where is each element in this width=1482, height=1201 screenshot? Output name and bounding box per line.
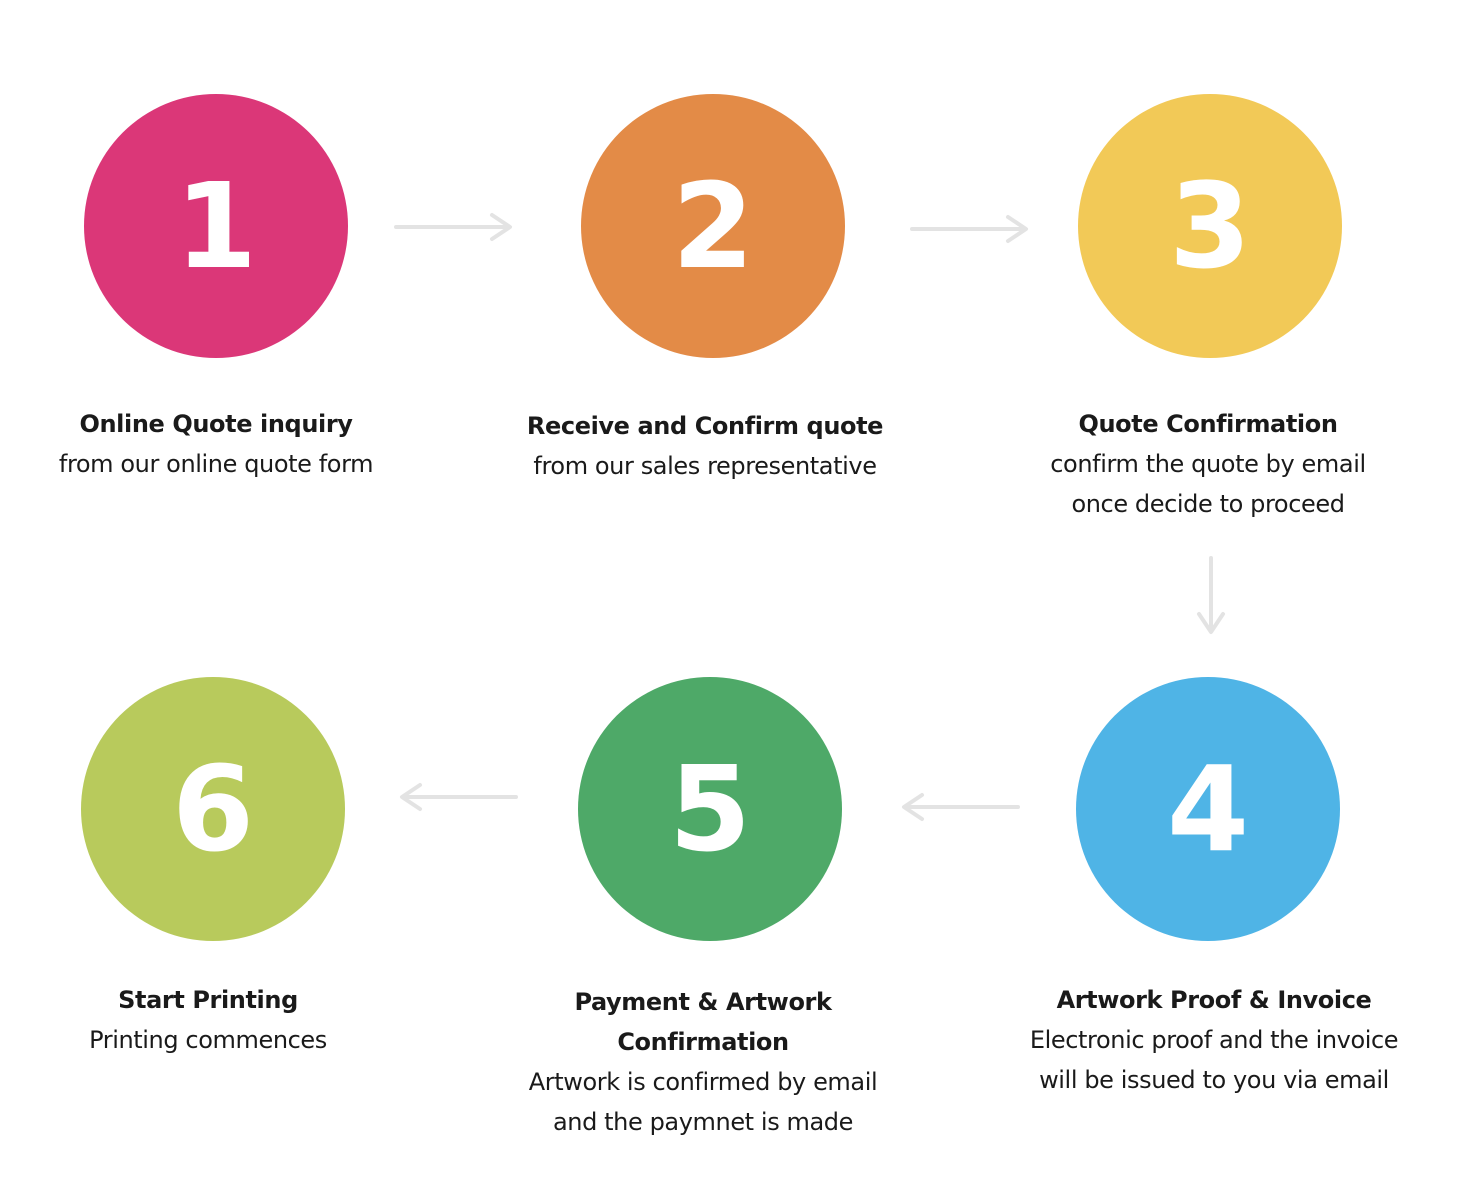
step-3-desc-line-2: once decide to proceed — [1071, 490, 1345, 518]
step-4-desc-line-1: Electronic proof and the invoice — [1029, 1026, 1399, 1054]
step-6-number: 6 — [171, 740, 255, 878]
step-6-desc-line-1: Printing commences — [89, 1026, 327, 1054]
step-6-title: Start Printing — [118, 986, 298, 1014]
step-4-number: 4 — [1166, 740, 1250, 878]
step-1-title: Online Quote inquiry — [79, 410, 353, 438]
step-5-desc-line-2: and the paymnet is made — [552, 1108, 854, 1136]
step-5-number: 5 — [668, 740, 752, 878]
step-5: 5 Payment & Artwork Confirmation Artwork… — [500, 677, 920, 1136]
arrow-right-2-to-3-icon — [910, 215, 1028, 243]
step-3-desc-line-1: confirm the quote by email — [1050, 450, 1366, 478]
step-4-desc-line-2: will be issued to you via email — [1039, 1066, 1389, 1094]
arrow-left-4-to-5-icon — [902, 793, 1020, 821]
step-5-desc-line-1: Artwork is confirmed by email — [528, 1068, 878, 1096]
arrow-right-1-to-2-icon — [394, 213, 512, 241]
step-4-title: Artwork Proof & Invoice — [1056, 986, 1372, 1014]
step-2: 2 Receive and Confirm quote from our sal… — [503, 94, 923, 514]
step-2-number: 2 — [671, 157, 755, 295]
step-2-circle: 2 — [581, 94, 845, 358]
step-5-circle: 5 — [578, 677, 842, 941]
step-3-number: 3 — [1168, 157, 1252, 295]
step-2-desc-line-1: from our sales representative — [533, 452, 877, 480]
arrow-left-5-to-6-icon — [400, 783, 518, 811]
step-1: 1 Online Quote inquiry from our online q… — [6, 94, 426, 514]
step-1-desc-line-1: from our online quote form — [58, 450, 374, 478]
step-1-number: 1 — [174, 157, 258, 295]
step-5-title: Payment & Artwork Confirmation — [574, 988, 832, 1056]
step-4: 4 Artwork Proof & Invoice Electronic pro… — [998, 677, 1418, 1117]
step-6-circle: 6 — [81, 677, 345, 941]
step-4-circle: 4 — [1076, 677, 1340, 941]
step-1-circle: 1 — [84, 94, 348, 358]
step-3-circle: 3 — [1078, 94, 1342, 358]
arrow-down-3-to-4-icon — [1197, 556, 1225, 634]
step-3: 3 Quote Confirmation confirm the quote b… — [1000, 94, 1420, 534]
step-2-title: Receive and Confirm quote — [526, 412, 884, 440]
step-6: 6 Start Printing Printing commences — [3, 677, 423, 1097]
step-3-title: Quote Confirmation — [1078, 410, 1338, 438]
